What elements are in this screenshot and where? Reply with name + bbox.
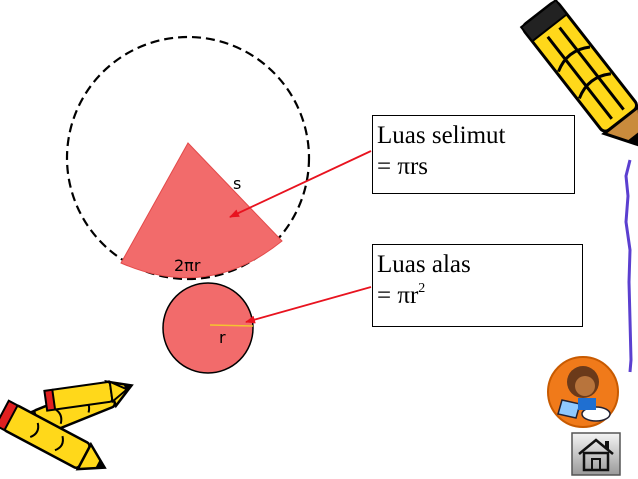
callout-alas-formula: = πr2 (377, 280, 582, 311)
label-2pir: 2πr (174, 256, 201, 275)
callout-selimut-formula: = πrs (377, 153, 429, 180)
base-circle (162, 282, 254, 374)
callout-selimut-title: Luas selimut (377, 122, 506, 149)
callout-luas-alas: Luas alas = πr2 (372, 244, 583, 327)
home-button[interactable] (571, 432, 621, 476)
dashed-circle (65, 35, 311, 281)
callout-alas-formula-base: = πr (377, 282, 419, 309)
callout-alas-title: Luas alas (377, 251, 471, 278)
pencil-icon (519, 0, 638, 149)
crayons-icon (0, 380, 134, 471)
label-s: s (233, 174, 241, 193)
reading-kid-icon (547, 356, 619, 428)
radius-line (209, 324, 254, 327)
callout-luas-selimut: Luas selimut = πrs (372, 115, 575, 194)
arrow-alas (245, 286, 372, 324)
callout-alas-formula-exponent: 2 (418, 280, 426, 296)
label-r: r (219, 328, 226, 347)
purple-line (624, 159, 633, 373)
sector-shape (120, 142, 283, 279)
home-icon (571, 432, 621, 476)
arrow-selimut (229, 150, 372, 218)
